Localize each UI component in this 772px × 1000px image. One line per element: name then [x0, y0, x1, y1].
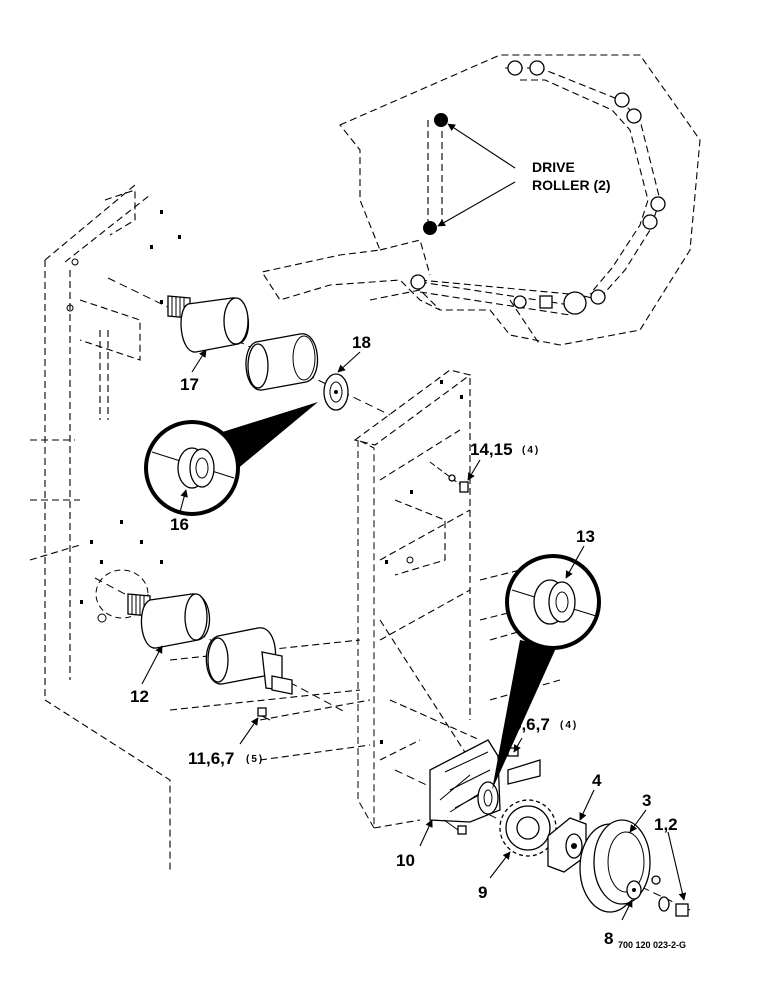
roller: [513, 295, 527, 309]
left-side-sheet: [29, 184, 371, 870]
lower-roller-assembly: [94, 569, 346, 713]
label-drive-roller-line2: ROLLER (2): [532, 177, 611, 193]
label-5-6-7: 5,6,7: [512, 715, 550, 734]
label-5-6-7-qty: (4): [560, 720, 578, 731]
roller: [410, 274, 426, 290]
roller: [650, 196, 666, 212]
reference-number: 700 120 023-2-G: [618, 940, 686, 950]
drive-end-assembly: [394, 739, 691, 917]
drive-roller-upper: [434, 113, 448, 127]
label-11-6-7: 11,6,7: [188, 749, 234, 768]
label-10: 10: [396, 851, 415, 870]
label-17: 17: [180, 375, 199, 394]
bolt-14: [429, 461, 469, 493]
square-bushing: [539, 295, 553, 309]
drive-roller-lower: [423, 221, 437, 235]
roller: [626, 108, 642, 124]
baler-outline-inset: [261, 54, 701, 346]
label-1-2: 1,2: [654, 815, 678, 834]
roller: [529, 60, 545, 76]
upper-roller-assembly: [107, 277, 391, 416]
leader-lines: [141, 349, 687, 921]
label-11-6-7-qty: (5): [246, 754, 264, 765]
detail-circle-16: [144, 402, 318, 516]
roller: [614, 92, 630, 108]
label-14-15: 14,15: [470, 440, 513, 459]
roller: [642, 214, 658, 230]
bolt-11: [257, 707, 271, 721]
label-4: 4: [592, 771, 602, 790]
label-12: 12: [130, 687, 149, 706]
label-16: 16: [170, 515, 189, 534]
detail-circle-13: [492, 554, 601, 790]
label-9: 9: [478, 883, 487, 902]
roller: [507, 60, 523, 76]
label-18: 18: [352, 333, 371, 352]
label-14-15-qty: (4): [522, 445, 540, 456]
roller: [590, 289, 606, 305]
label-13: 13: [576, 527, 595, 546]
label-drive-roller-line1: DRIVE: [532, 159, 575, 175]
label-3: 3: [642, 791, 651, 810]
label-8: 8: [604, 929, 613, 948]
roller: [563, 291, 587, 315]
